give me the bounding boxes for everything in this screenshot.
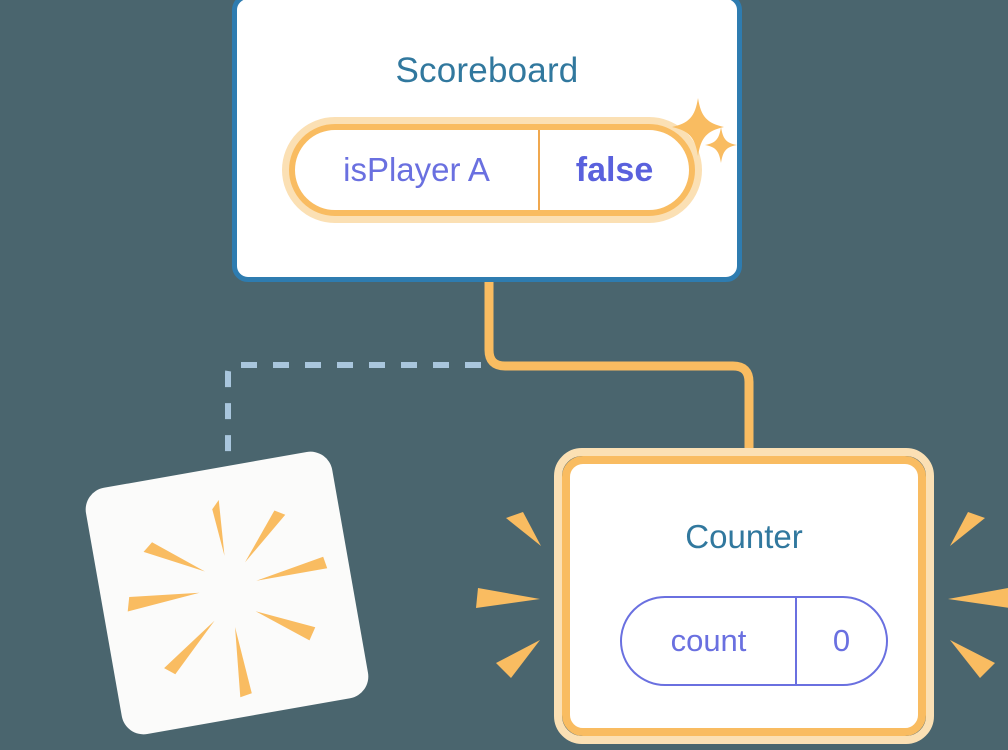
edge-scoreboard-to-ghost — [225, 362, 481, 474]
card-title-counter: Counter — [685, 518, 803, 555]
state-pill-isplayer-a[interactable]: isPlayer A false — [282, 117, 702, 223]
burst-rays-ghost-icon — [127, 500, 328, 698]
state-value-label: 0 — [832, 623, 851, 658]
state-value-label: false — [575, 150, 654, 189]
state-key-label: count — [670, 623, 747, 658]
edge-scoreboard-to-counter — [484, 282, 754, 460]
component-card-scoreboard[interactable]: Scoreboard isPlayer A false — [232, 0, 742, 282]
state-pill-divider — [538, 130, 540, 210]
state-pill-divider — [795, 598, 797, 684]
card-title-scoreboard: Scoreboard — [395, 51, 579, 90]
state-pill-count[interactable]: count 0 — [620, 596, 888, 686]
inactive-component-card[interactable] — [82, 448, 372, 738]
state-key-label: isPlayer A — [343, 151, 490, 188]
state-pill-glow — [282, 117, 702, 223]
component-card-counter[interactable]: Counter count 0 — [554, 448, 934, 744]
